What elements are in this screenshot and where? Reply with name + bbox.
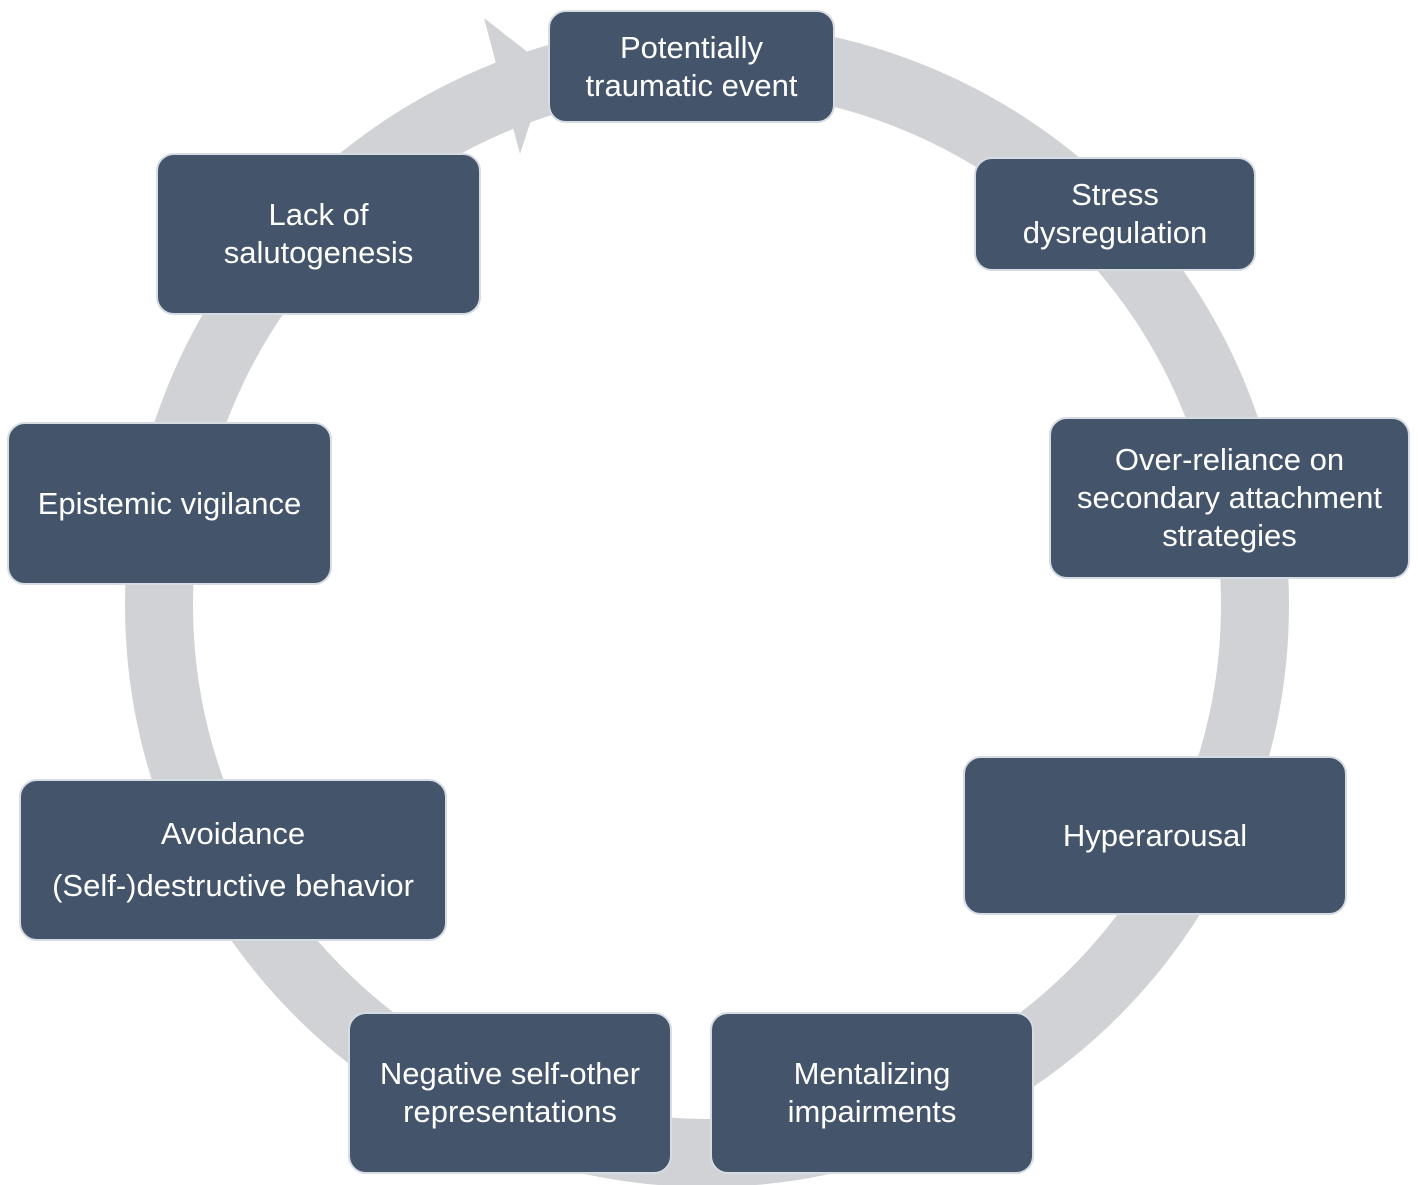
node-text-line: Lack of — [268, 197, 369, 232]
node-avoidance: Avoidance (Self-)destructive behavior — [19, 779, 447, 941]
node-negative-self-other: Negative self-other representations — [348, 1012, 672, 1174]
node-over-reliance: Over-reliance on secondary attachment st… — [1049, 417, 1410, 579]
node-epistemic-vigilance: Epistemic vigilance — [7, 422, 332, 585]
node-text-line: salutogenesis — [223, 235, 414, 270]
node-text-line: Potentially — [619, 29, 764, 65]
node-stress-dysregulation: Stress dysregulation — [974, 157, 1256, 271]
node-text-line: Negative self-other — [379, 1056, 641, 1091]
node-text-line: traumatic event — [585, 67, 798, 103]
cycle-arrow-head — [484, 18, 548, 154]
node-text-line: Over-reliance on — [1114, 442, 1345, 477]
node-text-line: Mentalizing — [793, 1056, 951, 1091]
node-text-line: Avoidance — [160, 816, 306, 851]
node-text-line: representations — [403, 1094, 617, 1129]
node-hyperarousal: Hyperarousal — [963, 756, 1347, 915]
node-text-line: impairments — [787, 1094, 957, 1129]
node-potentially-traumatic-event: Potentially traumatic event — [548, 10, 835, 123]
node-mentalizing-impairments: Mentalizing impairments — [710, 1012, 1034, 1174]
node-text-line: secondary attachment — [1076, 480, 1382, 515]
node-text-line: (Self-)destructive behavior — [52, 868, 414, 903]
node-lack-of-salutogenesis: Lack of salutogenesis — [156, 153, 481, 315]
node-text-line: Stress — [1071, 177, 1159, 212]
node-text-line: strategies — [1162, 518, 1297, 553]
node-text-line: Epistemic vigilance — [37, 485, 302, 521]
node-text-line: dysregulation — [1022, 215, 1208, 250]
node-text-line: Hyperarousal — [1062, 817, 1248, 853]
